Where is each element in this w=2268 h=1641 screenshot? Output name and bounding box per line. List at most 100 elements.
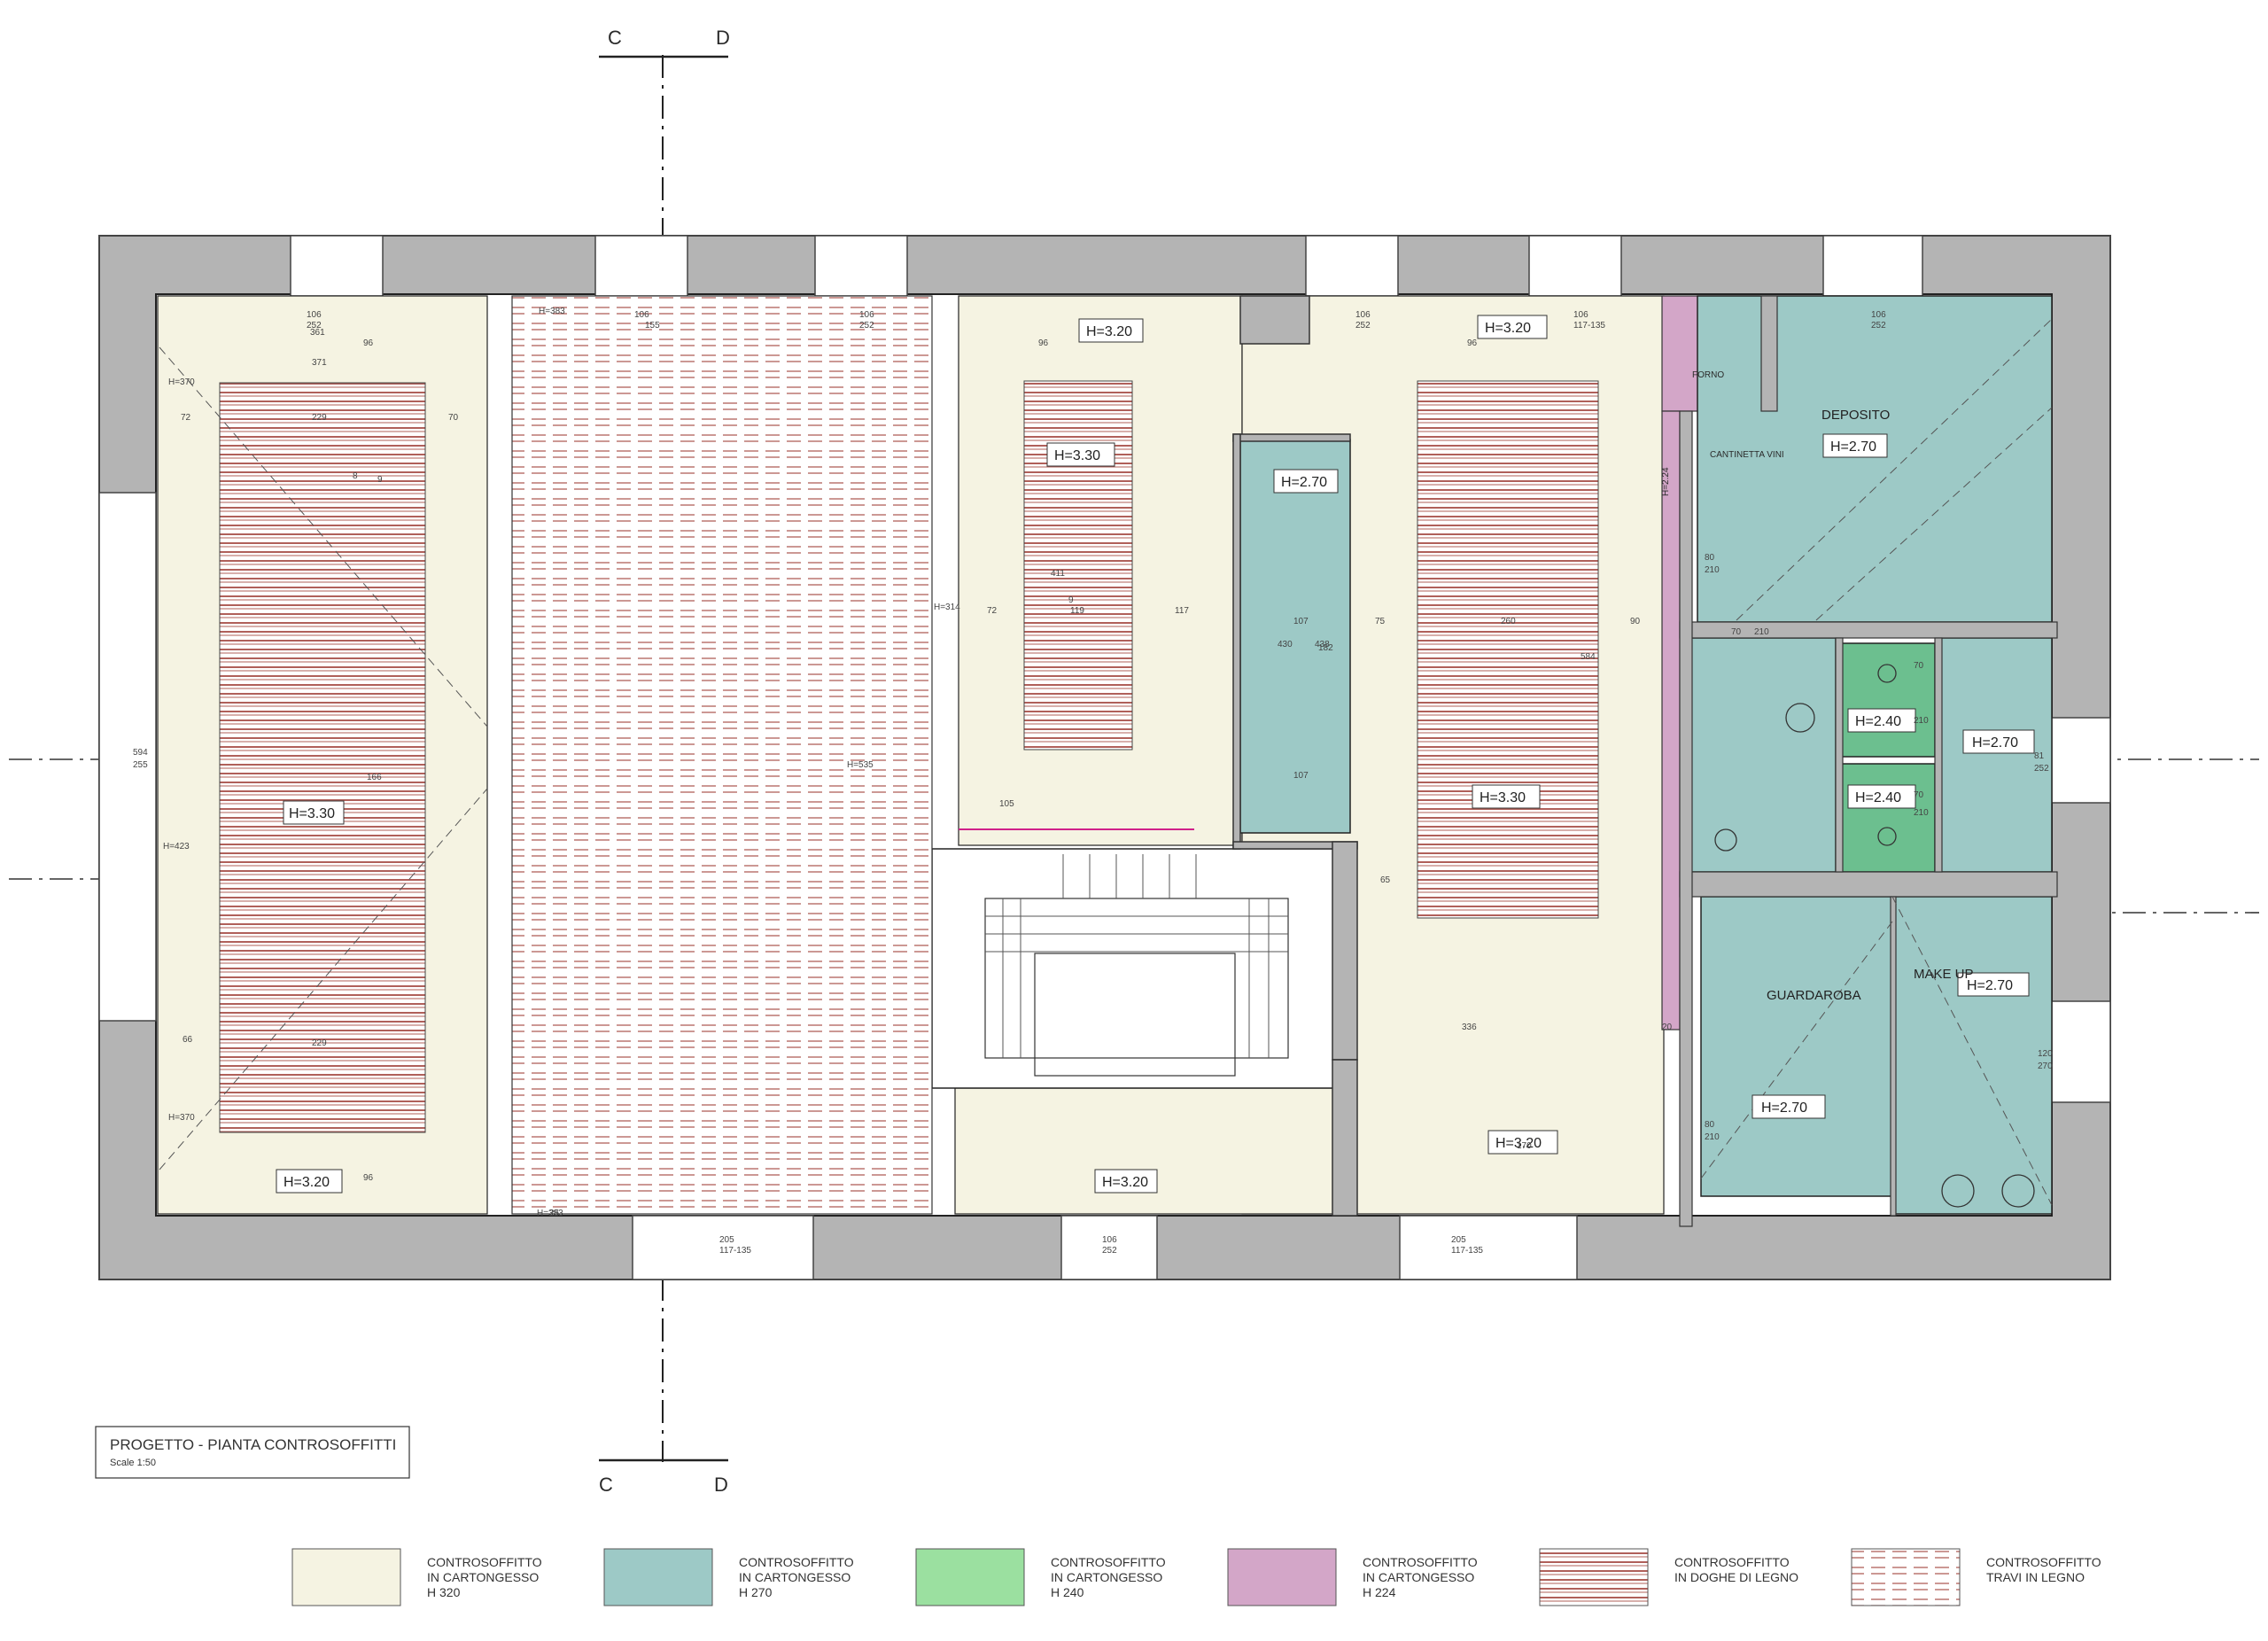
legend-text: CONTROSOFFITTO xyxy=(1363,1555,1478,1569)
hbox-320-b: H=3.20 xyxy=(1477,315,1548,339)
svg-text:H=2.70: H=2.70 xyxy=(1830,439,1876,455)
hbox-330-b: H=3.30 xyxy=(283,800,345,825)
teal-corridor xyxy=(1239,439,1351,834)
washbasin-icon xyxy=(1785,703,1815,733)
svg-text:205: 205 xyxy=(1451,1235,1466,1245)
svg-text:H=423: H=423 xyxy=(163,842,190,852)
travi-ceiling-central xyxy=(511,295,933,1215)
legend-text: IN CARTONGESSO xyxy=(1051,1570,1162,1584)
svg-text:107: 107 xyxy=(1293,771,1309,781)
height-labels: H=3.20 H=3.20 H=3.30 H=2.70 H=2.70 H=3.3… xyxy=(276,315,2035,1194)
washbasin-icon xyxy=(2001,1174,2035,1208)
section-mark-c-bottom: C xyxy=(599,1474,613,1496)
svg-text:117-135: 117-135 xyxy=(1451,1246,1483,1256)
svg-text:70: 70 xyxy=(448,413,459,423)
svg-text:H=2.40: H=2.40 xyxy=(1855,714,1901,729)
svg-text:H=2.70: H=2.70 xyxy=(1281,475,1327,490)
legend-text: CONTROSOFFITTO xyxy=(1051,1555,1166,1569)
svg-text:210: 210 xyxy=(1914,716,1929,726)
right-interior-walls xyxy=(1679,295,2058,1227)
room-forno: FORNO xyxy=(1692,370,1724,380)
title-block: PROGETTO - PIANTA CONTROSOFFITTI Scale 1… xyxy=(95,1426,410,1479)
svg-text:65: 65 xyxy=(1380,875,1391,885)
svg-text:119: 119 xyxy=(1070,606,1084,616)
legend-text: H 240 xyxy=(1051,1585,1084,1599)
doghe-ceiling-areas xyxy=(219,380,1599,1133)
svg-text:H=383: H=383 xyxy=(537,1209,563,1218)
room-cantinetta: CANTINETTA VINI xyxy=(1710,450,1784,460)
svg-text:107: 107 xyxy=(1293,617,1309,626)
svg-text:H=2.40: H=2.40 xyxy=(1855,790,1901,805)
section-mark-c-top: C xyxy=(608,27,622,49)
title-main: PROGETTO - PIANTA CONTROSOFFITTI xyxy=(110,1436,396,1453)
svg-text:106: 106 xyxy=(1355,310,1371,320)
svg-text:90: 90 xyxy=(1630,617,1641,626)
legend-text: IN CARTONGESSO xyxy=(1363,1570,1474,1584)
svg-text:210: 210 xyxy=(1914,808,1929,818)
svg-text:H=2.70: H=2.70 xyxy=(1761,1100,1807,1116)
svg-text:205: 205 xyxy=(719,1235,734,1245)
svg-text:H=370: H=370 xyxy=(168,1113,195,1123)
svg-text:411: 411 xyxy=(1051,569,1065,579)
legend-text: CONTROSOFFITTO xyxy=(1674,1555,1790,1569)
svg-text:106: 106 xyxy=(634,310,649,320)
svg-text:170: 170 xyxy=(1517,1141,1532,1151)
svg-text:252: 252 xyxy=(2034,764,2049,774)
legend-text: CONTROSOFFITTO xyxy=(1986,1555,2101,1569)
washbasin-icon xyxy=(1941,1174,1975,1208)
svg-text:H=3.30: H=3.30 xyxy=(1054,448,1100,463)
svg-text:H=3.20: H=3.20 xyxy=(284,1175,330,1190)
hbox-320-e: H=3.20 xyxy=(276,1169,343,1194)
legend-swatch xyxy=(915,1548,1025,1606)
svg-text:120: 120 xyxy=(2038,1049,2053,1059)
svg-text:371: 371 xyxy=(312,358,327,368)
stair-area xyxy=(931,848,1335,1089)
svg-text:8: 8 xyxy=(353,471,358,481)
svg-text:72: 72 xyxy=(987,606,998,616)
hbox-320-d: H=3.20 xyxy=(1094,1169,1158,1194)
svg-text:117-135: 117-135 xyxy=(1573,321,1605,331)
svg-text:252: 252 xyxy=(1102,1246,1117,1256)
svg-text:96: 96 xyxy=(363,1173,374,1183)
legend-text: IN CARTONGESSO xyxy=(427,1570,539,1584)
hbox-270-corridor: H=2.70 xyxy=(1273,469,1339,494)
svg-text:70: 70 xyxy=(1914,790,1924,800)
hbox-320-c: H=3.20 xyxy=(1487,1130,1558,1155)
svg-text:80: 80 xyxy=(1705,1120,1715,1130)
svg-text:260: 260 xyxy=(1501,617,1516,626)
svg-text:H=2.70: H=2.70 xyxy=(1972,735,2018,751)
svg-text:H=2.70: H=2.70 xyxy=(1967,978,2013,993)
svg-text:96: 96 xyxy=(363,338,374,348)
svg-text:255: 255 xyxy=(133,760,148,770)
room-guardaroba: GUARDAROBA xyxy=(1767,988,1861,1003)
svg-text:106: 106 xyxy=(1871,310,1886,320)
svg-text:438: 438 xyxy=(1315,640,1330,649)
svg-text:96: 96 xyxy=(1467,338,1478,348)
windows-sides xyxy=(98,492,2111,1103)
hbox-270-makeup: H=2.70 xyxy=(1957,972,2030,997)
hbox-330-c: H=3.30 xyxy=(1472,784,1541,809)
legend-swatch xyxy=(1539,1548,1649,1606)
svg-text:72: 72 xyxy=(181,413,191,423)
legend-text: TRAVI IN LEGNO xyxy=(1986,1570,2085,1584)
svg-text:270: 270 xyxy=(2038,1062,2053,1071)
svg-text:H=3.30: H=3.30 xyxy=(289,806,335,821)
svg-text:210: 210 xyxy=(1754,627,1769,637)
section-mark-d-top: D xyxy=(716,27,730,49)
svg-text:166: 166 xyxy=(367,773,382,782)
svg-text:106: 106 xyxy=(307,310,322,320)
svg-text:H=3.20: H=3.20 xyxy=(1495,1136,1542,1151)
legend-text: IN CARTONGESSO xyxy=(739,1570,850,1584)
legend-text: CONTROSOFFITTO xyxy=(739,1555,854,1569)
corridor-walls xyxy=(1232,295,1358,1217)
hbox-320-a: H=3.20 xyxy=(1078,318,1144,343)
svg-text:336: 336 xyxy=(1462,1023,1477,1032)
room-names: DEPOSITO FORNO CANTINETTA VINI GUARDAROB… xyxy=(1661,370,1974,1003)
svg-text:105: 105 xyxy=(999,799,1014,809)
